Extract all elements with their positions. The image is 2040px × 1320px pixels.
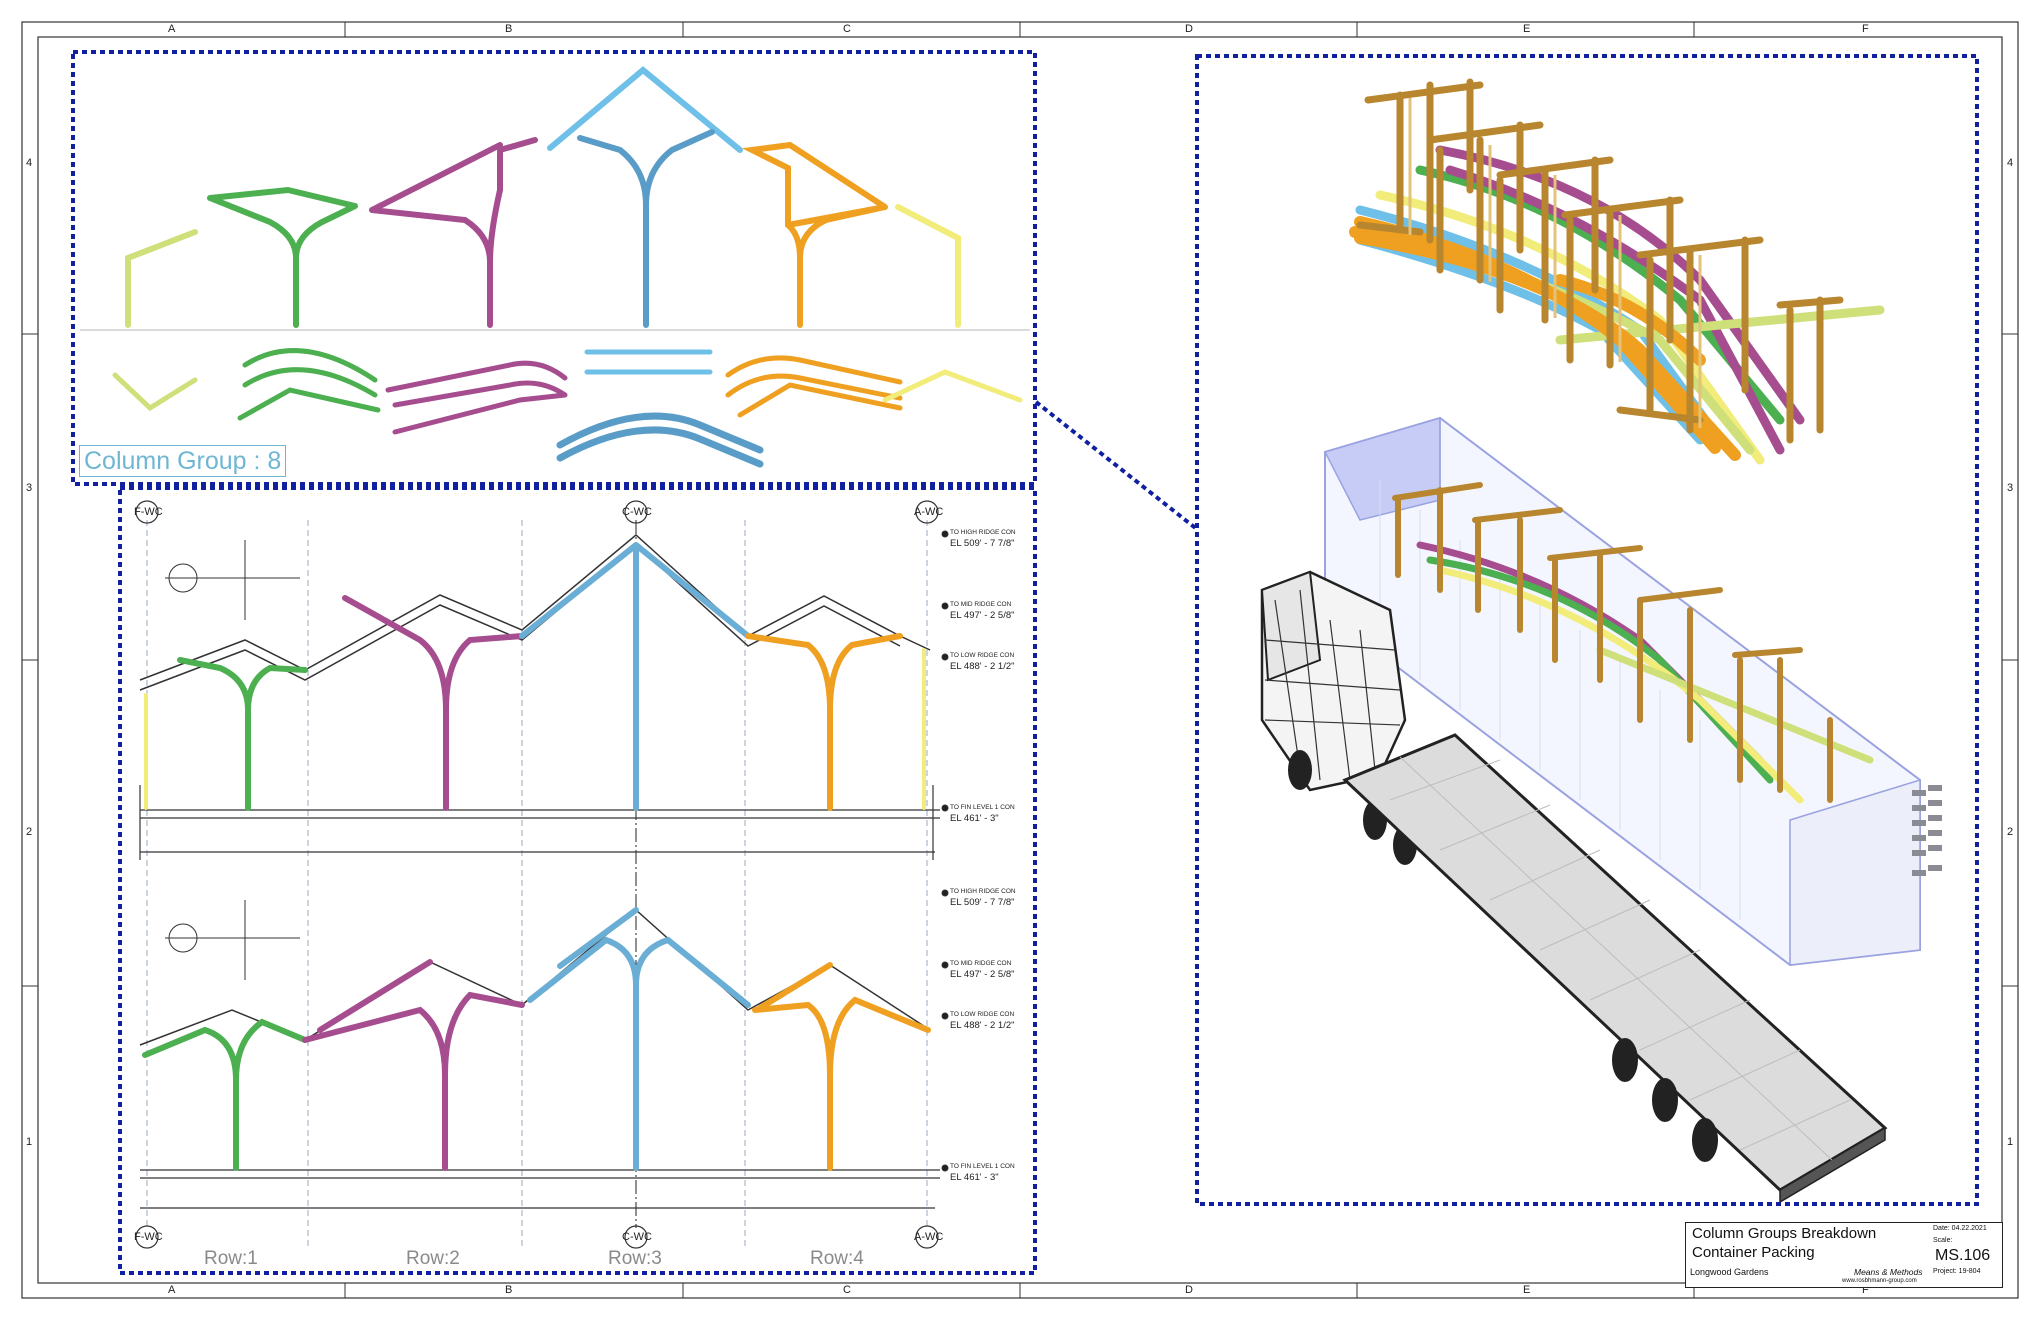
packing-view-frame (1195, 54, 1979, 1206)
elevation-1-roof (139, 534, 931, 691)
elevation-frame (118, 486, 1037, 1275)
elevation-1-base (139, 785, 940, 860)
elevation-1-columns (144, 542, 926, 811)
grid-tag-left: F-WC (134, 1231, 163, 1243)
zone-letter-bottom: F (1862, 1284, 1869, 1296)
piece-orange-y (741, 142, 888, 328)
grid-tag-left: F-WC (134, 506, 163, 518)
client-name: Longwood Gardens (1690, 1267, 1769, 1277)
piece-purple-y (369, 137, 538, 328)
grid-tag-center: C-WC (622, 506, 652, 518)
section-symbols (165, 540, 300, 980)
sheet-scale: Scale: (1933, 1237, 1953, 1244)
zone-number-right: 2 (2007, 826, 2014, 838)
flat-pieces (112, 348, 1023, 468)
grid-tag-right: A-WC (914, 506, 944, 518)
title-block: Column Groups Breakdown Container Packin… (1685, 1222, 2003, 1288)
piece-blue-top (547, 66, 743, 153)
piece-yellow-right (895, 204, 961, 328)
piece-blue-y (577, 129, 715, 328)
zone-letter-top: D (1185, 23, 1193, 35)
piece-green-y (207, 186, 358, 328)
zone-letter-top: E (1523, 23, 1531, 35)
zone-number-left: 4 (26, 157, 33, 169)
zone-letter-top: A (168, 23, 176, 35)
crate-stack (1349, 78, 1885, 465)
zone-letter-bottom: C (843, 1284, 851, 1296)
grid-tag-right: A-WC (914, 1231, 944, 1243)
grid-lines (146, 520, 928, 1250)
zone-number-left: 3 (26, 482, 33, 494)
sheet-subtitle: Container Packing (1692, 1244, 1815, 1261)
zone-letter-bottom: E (1523, 1284, 1531, 1296)
zone-number-right: 1 (2007, 1136, 2014, 1148)
zone-letter-bottom: B (505, 1284, 513, 1296)
grid-tag-center: C-WC (622, 1231, 652, 1243)
zone-ticks (22, 22, 2018, 1298)
truck-cab (1260, 570, 1417, 865)
firm-url: www.rosbhmann-group.com (1842, 1278, 1917, 1284)
row-label: Row:4 (810, 1248, 864, 1269)
zone-letter-top: B (505, 23, 513, 35)
column-group-label: Column Group : 8 (79, 445, 287, 477)
piece-lime-left (125, 229, 198, 328)
zone-letter-bottom: D (1185, 1284, 1193, 1296)
zone-number-left: 1 (26, 1136, 33, 1148)
column-pieces (125, 66, 961, 328)
row-label: Row:3 (608, 1248, 662, 1269)
zone-letter-bottom: A (168, 1284, 176, 1296)
column-group-frame (71, 50, 1037, 486)
firm-name: Means & Methods (1854, 1267, 1923, 1277)
callout-leader (1034, 400, 1200, 532)
zone-number-right: 3 (2007, 482, 2014, 494)
elevation-2-columns (142, 907, 931, 1171)
grid-bubbles (135, 500, 939, 1249)
zone-number-right: 4 (2007, 157, 2014, 169)
sheet-title: Column Groups Breakdown (1692, 1225, 1877, 1242)
zone-letter-top: F (1862, 23, 1869, 35)
elevation-2-base (140, 1169, 940, 1209)
sheet-date: Date: 04.22.2021 (1933, 1225, 1987, 1232)
zone-number-left: 2 (26, 826, 33, 838)
row-label: Row:2 (406, 1248, 460, 1269)
elevation-markers (941, 530, 949, 1172)
sheet-number: MS.106 (1935, 1247, 1991, 1264)
shipping-container (1323, 416, 1942, 967)
project-number: Project: 19-804 (1933, 1268, 1981, 1275)
flatbed-trailer (1342, 733, 1888, 1204)
zone-letter-top: C (843, 23, 851, 35)
row-label: Row:1 (204, 1248, 258, 1269)
